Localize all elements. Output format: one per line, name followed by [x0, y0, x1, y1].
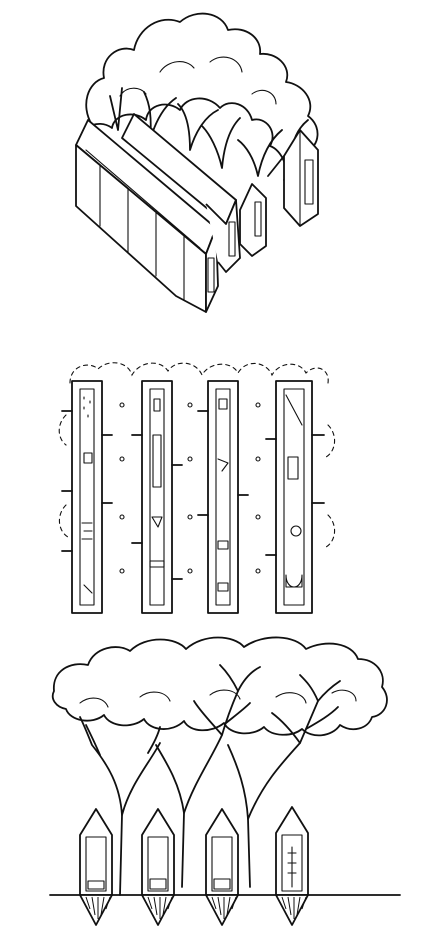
- section-drawing: [49, 636, 401, 926]
- section-pavilion-3: [205, 808, 239, 926]
- plan-pavilion-3: [207, 380, 239, 614]
- plan-canopy-right: [325, 424, 336, 548]
- axonometric-drawing: [75, 12, 319, 313]
- plan-pavilion-4: [275, 380, 313, 614]
- plan-pavilion-1: [71, 380, 103, 614]
- plan-view: [0, 355, 445, 630]
- plan-wall-stubs: [61, 410, 325, 580]
- plan-drawing: [58, 362, 336, 614]
- section-trees: [79, 664, 341, 896]
- section-view: [0, 625, 445, 945]
- section-canopy-inner: [79, 689, 357, 708]
- axon-pavilion-2: [121, 113, 241, 273]
- plan-canopy-left: [58, 414, 69, 538]
- axon-canopy-inner: [119, 56, 277, 105]
- section-canopy: [51, 636, 388, 737]
- section-pavilion-4: [275, 806, 309, 926]
- plan-canopy-arcs: [69, 362, 329, 384]
- axon-pavilion-3: [239, 183, 267, 257]
- plan-pavilion-2: [141, 380, 173, 614]
- plan-column-dots: [119, 402, 261, 574]
- section-pavilion-2: [141, 808, 175, 926]
- axonometric-view: [0, 0, 445, 330]
- axon-pavilion-4: [267, 129, 319, 227]
- section-pavilion-1: [79, 808, 113, 926]
